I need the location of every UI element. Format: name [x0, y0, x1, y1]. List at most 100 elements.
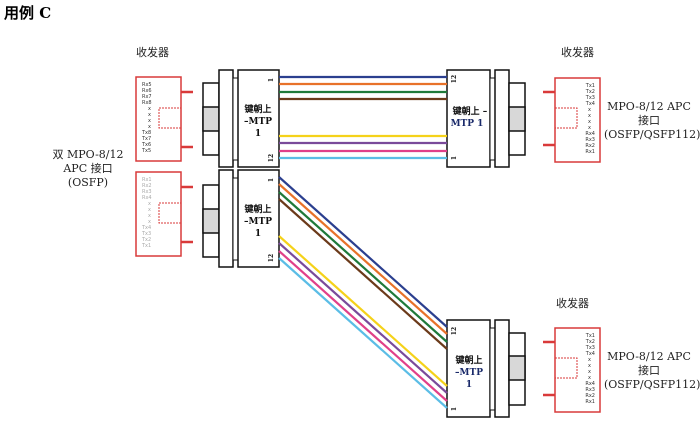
pin-label: Tx8 [141, 130, 151, 136]
pin-label: x [148, 219, 151, 225]
fiber-line [278, 183, 448, 335]
pin-label: x [588, 125, 591, 131]
port-label-line: 接口 [638, 364, 660, 377]
pin-number: 12 [451, 327, 458, 335]
fiber-line [278, 198, 448, 350]
pin-label: Tx3 [585, 95, 595, 101]
pin-label: x [148, 207, 151, 213]
pin-label: Rx1 [585, 149, 595, 155]
pin-label: x [588, 119, 591, 125]
pin-number: 1 [268, 78, 275, 82]
pin-label: Tx1 [141, 243, 151, 249]
port-label-right-top: MPO-8/12 APC 接口 (OSFP/QSFP112) [604, 100, 700, 142]
pin-label: x [588, 113, 591, 119]
fiber-group [278, 75, 448, 409]
connector-left-lower: 键朝上 –MTP 1 1 12 [202, 169, 280, 268]
transceiver-label-right-top: 收发器 [561, 46, 594, 59]
pin-label: Rx3 [585, 137, 595, 143]
pin-label: x [588, 369, 591, 375]
port-label-right-bottom: MPO-8/12 APC 接口 (OSFP/QSFP112) [604, 350, 700, 392]
fiber-line [278, 250, 448, 402]
port-label-line: MPO-8/12 APC [607, 350, 691, 363]
connector-label: –MTP [244, 117, 272, 127]
pin-label: Rx2 [585, 393, 595, 399]
connector-label: –MTP [455, 368, 483, 378]
pin-label: Tx2 [141, 237, 151, 243]
pin-label: Rx3 [142, 189, 152, 195]
pin-label: x [588, 363, 591, 369]
pin-number: 12 [268, 154, 275, 162]
page-title: 用例 C [4, 4, 52, 22]
connector-right-bottom: 键朝上 –MTP 1 12 1 [446, 319, 526, 418]
pin-label: Tx4 [585, 351, 595, 357]
connector-label: 键朝上 [243, 203, 271, 215]
fiber-line [278, 176, 448, 328]
pin-number: 1 [451, 407, 458, 411]
pin-label: x [148, 213, 151, 219]
pin-label: Rx2 [142, 183, 152, 189]
pin-label: Tx7 [141, 136, 151, 142]
pin-label: Rx1 [585, 399, 595, 405]
pin-label: Rx4 [142, 195, 152, 201]
pin-label: Rx1 [142, 177, 152, 183]
pin-number: 12 [451, 75, 458, 83]
pin-label: Rx6 [142, 88, 152, 94]
pin-label: Rx3 [585, 387, 595, 393]
connector-label: 键朝上 [454, 354, 482, 366]
port-label-line: (OSFP/QSFP112) [604, 128, 700, 141]
connector-left-upper: 键朝上 –MTP 1 1 12 [202, 69, 280, 168]
pin-label: x [588, 357, 591, 363]
pin-label: x [148, 112, 151, 118]
pin-label: Rx4 [585, 381, 595, 387]
pin-label: Tx1 [585, 83, 595, 89]
pin-label: Tx2 [585, 89, 595, 95]
port-label-line: (OSFP) [67, 176, 109, 189]
pin-label: Rx2 [585, 143, 595, 149]
connector-label: MTP 1 [451, 119, 484, 129]
pin-label: x [148, 118, 151, 124]
pin-label: x [148, 106, 151, 112]
connector-right-top: 键朝上 – MTP 1 12 1 [446, 69, 526, 168]
fiber-line [278, 257, 448, 409]
fiber-line [278, 191, 448, 343]
pin-label: Tx5 [141, 148, 151, 154]
fiber-line [278, 242, 448, 394]
pin-label: Tx1 [585, 333, 595, 339]
port-label-line: MPO-8/12 APC [607, 100, 691, 113]
transceiver-label-left: 收发器 [136, 46, 169, 59]
pin-label: Tx3 [585, 345, 595, 351]
pin-label: Tx4 [585, 101, 595, 107]
port-label-line: 双 MPO-8/12 [52, 148, 124, 161]
port-label-left: 双 MPO-8/12 APC 接口 (OSFP) [48, 148, 128, 190]
pin-label: Tx4 [141, 225, 151, 231]
pin-label: Rx7 [142, 94, 152, 100]
pin-label: Tx6 [141, 142, 151, 148]
pin-number: 1 [268, 178, 275, 182]
pin-label: x [588, 107, 591, 113]
connector-label: 键朝上 – [452, 105, 488, 117]
transceiver-label-right-bottom: 收发器 [556, 297, 589, 310]
pin-number: 1 [451, 156, 458, 160]
connector-label: 1 [466, 380, 472, 390]
pin-label: x [148, 124, 151, 130]
port-label-line: 接口 [638, 114, 660, 127]
pin-label: Rx8 [142, 100, 152, 106]
pin-label: x [588, 375, 591, 381]
connector-label: –MTP [244, 217, 272, 227]
connector-label: 1 [255, 129, 261, 139]
port-label-line: APC 接口 [63, 162, 113, 175]
pin-label: Tx2 [585, 339, 595, 345]
fiber-line [278, 235, 448, 387]
pin-label: Rx4 [585, 131, 595, 137]
connector-label: 键朝上 [243, 103, 271, 115]
pin-label: x [148, 201, 151, 207]
pin-label: Rx5 [142, 82, 152, 88]
